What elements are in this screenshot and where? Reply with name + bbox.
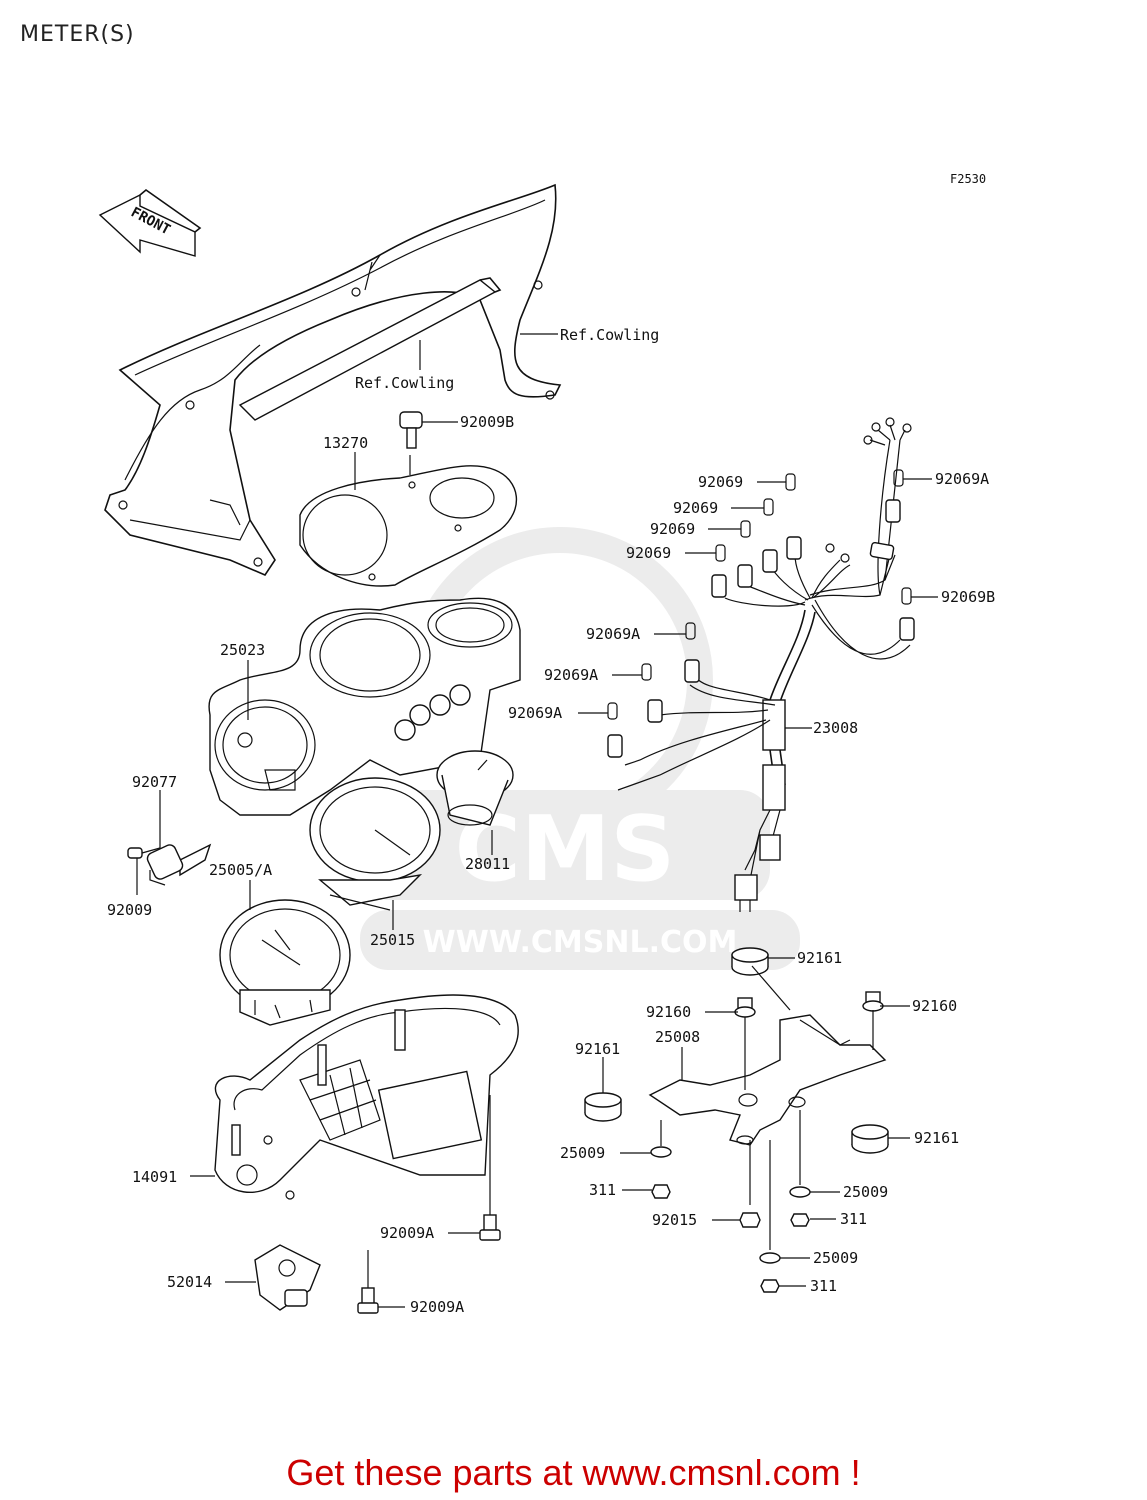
screw-92009A-1 xyxy=(479,1095,501,1241)
page-title: METER(S) xyxy=(20,22,135,47)
callout-ref-cowling-center: Ref.Cowling xyxy=(355,374,454,392)
callout-92161-left: 92161 xyxy=(575,1040,620,1058)
washer-25009-3 xyxy=(759,1252,781,1264)
gasket-13270 xyxy=(299,465,517,587)
callout-92009A-1: 92009A xyxy=(380,1224,434,1242)
callout-13270: 13270 xyxy=(323,434,368,452)
bolt-92160-2 xyxy=(862,991,884,1050)
sensor-52014 xyxy=(254,1244,321,1311)
callout-92069-2: 92069 xyxy=(673,499,718,517)
screw-92009A-2 xyxy=(357,1250,379,1314)
callout-311-1: 311 xyxy=(589,1181,616,1199)
cowling-bar xyxy=(238,277,502,421)
callout-92069A-3: 92069A xyxy=(508,704,562,722)
grommet-92161-left xyxy=(584,1092,622,1122)
screw-92009 xyxy=(127,847,161,859)
grommet-92161-right xyxy=(851,1124,889,1154)
nut-311-2 xyxy=(790,1213,810,1227)
front-arrow-icon: FRONT xyxy=(98,188,202,257)
leader-lines xyxy=(136,333,938,1308)
bracket-25008 xyxy=(648,965,887,1250)
cowling-panel xyxy=(104,183,562,576)
nut-311-1 xyxy=(651,1184,671,1199)
callout-311-2: 311 xyxy=(840,1210,867,1228)
callout-92161-right: 92161 xyxy=(914,1129,959,1147)
callout-92160-2: 92160 xyxy=(912,997,957,1015)
gauge-25015 xyxy=(309,777,441,911)
callout-28011: 28011 xyxy=(465,855,510,873)
callout-23008: 23008 xyxy=(813,719,858,737)
callout-92077: 92077 xyxy=(132,773,177,791)
callout-14091: 14091 xyxy=(132,1168,177,1186)
callout-92161-top: 92161 xyxy=(797,949,842,967)
speedometer-25005A xyxy=(219,899,351,1026)
lower-case-14091 xyxy=(214,994,519,1200)
callout-92069A-2: 92069A xyxy=(544,666,598,684)
callout-25009-2: 25009 xyxy=(843,1183,888,1201)
callout-25009-3: 25009 xyxy=(813,1249,858,1267)
callout-92009B: 92009B xyxy=(460,413,514,431)
callout-92069A-top: 92069A xyxy=(935,470,989,488)
washer-25009-1 xyxy=(650,1120,672,1158)
watermark: CMS WWW.CMSNL.COM xyxy=(360,527,800,970)
bulbs-92069 xyxy=(607,417,912,720)
trip-knob-92077 xyxy=(146,843,212,886)
wiring-harness-23008 xyxy=(617,439,911,912)
callout-92069A-1: 92069A xyxy=(586,625,640,643)
callout-25009-1: 25009 xyxy=(560,1144,605,1162)
nut-311-3 xyxy=(760,1279,780,1293)
nut-92015 xyxy=(739,1212,761,1228)
meter-housing-25023 xyxy=(208,597,521,816)
callout-92009: 92009 xyxy=(107,901,152,919)
callout-92069-4: 92069 xyxy=(626,544,671,562)
callout-25005A: 25005/A xyxy=(209,861,272,879)
figure-code: F2530 xyxy=(950,172,986,186)
bulb-sockets xyxy=(607,499,915,758)
screw-92009B xyxy=(399,411,423,475)
callout-92160-1: 92160 xyxy=(646,1003,691,1021)
parts-banner-link[interactable]: Get these parts at www.cmsnl.com ! xyxy=(286,1452,861,1493)
callout-92009A-2: 92009A xyxy=(410,1298,464,1316)
grommet-92161-top xyxy=(731,947,769,976)
watermark-url: WWW.CMSNL.COM xyxy=(423,925,738,960)
callout-52014: 52014 xyxy=(167,1273,212,1291)
callouts: Ref.Cowling Ref.Cowling 92009B 13270 250… xyxy=(107,326,995,1316)
callout-ref-cowling-right: Ref.Cowling xyxy=(560,326,659,344)
callout-311-3: 311 xyxy=(810,1277,837,1295)
fuel-gauge-28011 xyxy=(436,750,514,826)
callout-92069-3: 92069 xyxy=(650,520,695,538)
bolt-92160-1 xyxy=(734,997,756,1018)
callout-92015: 92015 xyxy=(652,1211,697,1229)
callout-25008: 25008 xyxy=(655,1028,700,1046)
callout-92069B: 92069B xyxy=(941,588,995,606)
callout-92069-1: 92069 xyxy=(698,473,743,491)
washer-25009-2 xyxy=(789,1186,811,1198)
callout-25023: 25023 xyxy=(220,641,265,659)
callout-25015: 25015 xyxy=(370,931,415,949)
